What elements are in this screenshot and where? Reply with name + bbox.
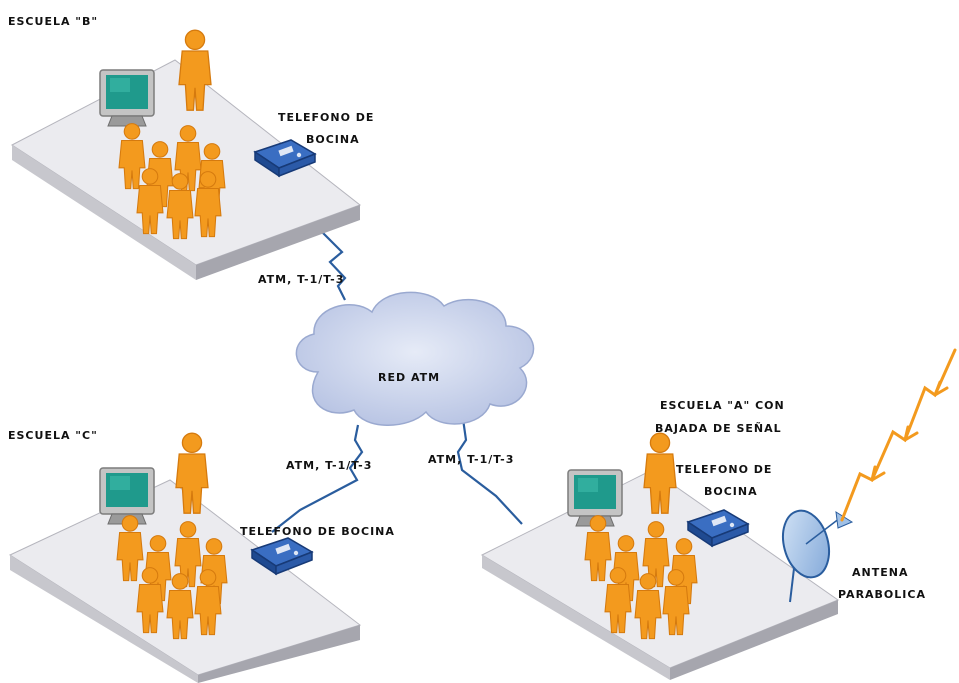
phone-b-label-line2: BOCINA	[306, 133, 360, 146]
link-b	[317, 227, 347, 301]
link-b-label: ATM, T-1/T-3	[258, 273, 345, 286]
antenna-label-line2: PARABOLICA	[838, 588, 926, 601]
phone-c-label: TELEFONO DE BOCINA	[240, 525, 395, 538]
atm-cloud	[295, 291, 535, 426]
network-links	[271, 227, 523, 533]
link-c-label: ATM, T-1/T-3	[286, 459, 373, 472]
phone-b-label-line1: TELEFONO DE	[278, 111, 375, 124]
link-a-label: ATM, T-1/T-3	[428, 453, 515, 466]
antenna-label-line1: ANTENA	[852, 566, 909, 579]
school-a-label-line2: BAJADA DE SEÑAL	[655, 422, 782, 435]
school-a-label-line1: ESCUELA "A" CON	[660, 399, 785, 412]
parabolic-antenna-icon	[781, 509, 854, 603]
cloud-label: RED ATM	[378, 371, 441, 384]
phone-a-label-line1: TELEFONO DE	[676, 463, 773, 476]
school-c-label: ESCUELA "C"	[8, 429, 98, 442]
link-a	[456, 411, 523, 525]
link-c	[271, 424, 364, 533]
satellite-signal-icon	[840, 348, 957, 522]
phone-a-label-line2: BOCINA	[704, 485, 758, 498]
school-b-label: ESCUELA "B"	[8, 15, 99, 28]
